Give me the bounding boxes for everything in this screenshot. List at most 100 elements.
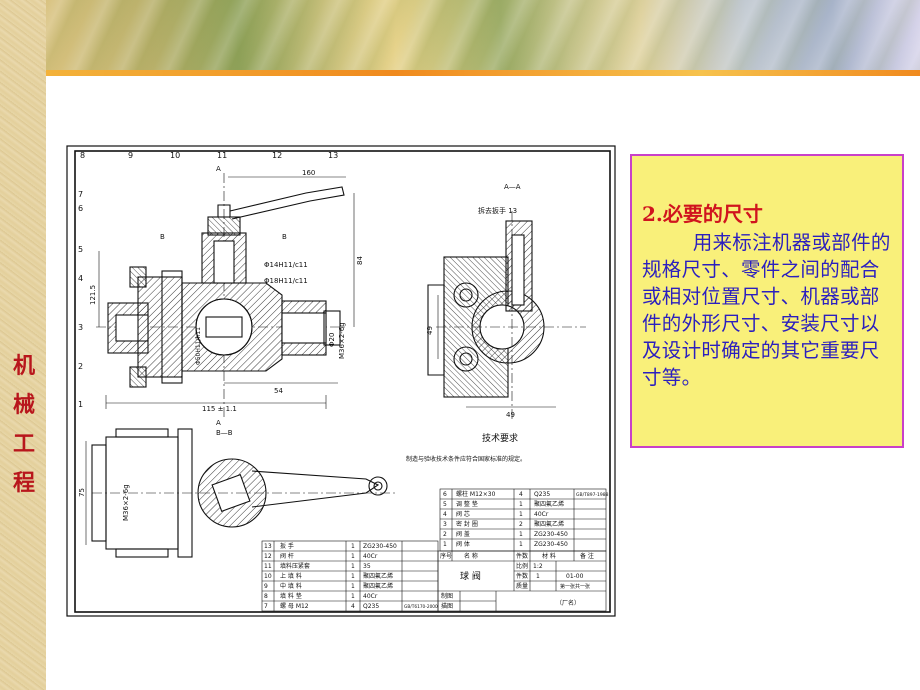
part-cell: 1 bbox=[519, 531, 523, 538]
banner-accent-line bbox=[46, 70, 920, 76]
part-cell: 螺 母 M12 bbox=[280, 602, 309, 610]
leader-number: 9 bbox=[128, 151, 133, 160]
part-cell: 3 bbox=[443, 521, 447, 528]
dim-121-5: 121.5 bbox=[89, 285, 97, 305]
ball-valve-assembly-drawing: 8 9 10 11 12 13 7 6 5 4 3 2 1 A B B 160 … bbox=[66, 145, 616, 617]
part-cell: 4 bbox=[519, 491, 523, 498]
draw-label: 制图 bbox=[441, 592, 453, 600]
part-cell: Q235 bbox=[534, 491, 550, 498]
header-cell: 材 料 bbox=[542, 552, 556, 560]
part-cell: 密 封 圈 bbox=[456, 520, 478, 528]
sidebar-char: 械 bbox=[12, 392, 35, 418]
drawing-number: 01-00 bbox=[566, 573, 584, 580]
header-cell: 名 称 bbox=[464, 552, 478, 560]
sheet-info: 第一张共一张 bbox=[560, 583, 590, 590]
tech-req-title: 技术要求 bbox=[482, 432, 518, 444]
dim-75: 75 bbox=[78, 488, 86, 497]
part-cell: 中 填 料 bbox=[280, 582, 302, 590]
part-cell: 7 bbox=[264, 603, 268, 610]
dim-49-vertical: 49 bbox=[426, 326, 434, 335]
part-cell: 35 bbox=[363, 563, 371, 570]
part-cell: 40Cr bbox=[363, 593, 378, 600]
leader-number: 1 bbox=[78, 400, 83, 409]
callout-body: 用来标注机器或部件的规格尺寸、零件之间的配合或相对位置尺寸、机器或部件的外形尺寸… bbox=[642, 231, 891, 389]
leader-number: 11 bbox=[217, 151, 227, 160]
dim-dia20: Φ20 bbox=[328, 333, 336, 347]
section-label: A bbox=[216, 165, 221, 173]
leader-number: 3 bbox=[78, 323, 83, 332]
part-cell: 1 bbox=[351, 553, 355, 560]
scale-label: 比例 bbox=[516, 562, 528, 570]
header-cell: 件数 bbox=[516, 552, 528, 560]
part-cell: 6 bbox=[443, 491, 447, 498]
part-cell: 1 bbox=[351, 593, 355, 600]
part-cell: 8 bbox=[264, 593, 268, 600]
part-cell: 填料压紧套 bbox=[280, 562, 310, 570]
leader-number: 7 bbox=[78, 190, 83, 199]
fit-14: Φ14H11/c11 bbox=[264, 261, 308, 269]
part-cell: 1 bbox=[443, 541, 447, 548]
part-cell: 1 bbox=[519, 541, 523, 548]
part-cell: 40Cr bbox=[534, 511, 549, 518]
part-cell: 4 bbox=[351, 603, 355, 610]
leader-number: 10 bbox=[170, 151, 180, 160]
header-cell: 序号 bbox=[440, 552, 452, 560]
part-cell: 聚四氟乙烯 bbox=[534, 520, 564, 528]
sidebar-char: 机 bbox=[12, 353, 35, 379]
part-cell: GB/T6170-2000 bbox=[404, 604, 438, 610]
part-cell: 阀 体 bbox=[456, 540, 470, 548]
front-view-dimension-labels: A B B 160 84 121.5 Φ14H11/c11 Φ18H11/c11… bbox=[89, 165, 364, 427]
part-cell: 上 填 料 bbox=[280, 572, 302, 580]
fit-50: Φ50H11/h11 bbox=[195, 327, 202, 365]
part-cell: 9 bbox=[264, 583, 268, 590]
part-cell: 10 bbox=[264, 573, 272, 580]
part-cell: 聚四氟乙烯 bbox=[363, 582, 393, 590]
section-label: B bbox=[160, 233, 165, 241]
leader-number: 12 bbox=[272, 151, 282, 160]
part-cell: 扳 手 bbox=[280, 542, 294, 550]
part-cell: 聚四氟乙烯 bbox=[363, 572, 393, 580]
section-title-b-b: B—B bbox=[216, 429, 233, 437]
dim-thread-bottom: M36×2-6g bbox=[122, 484, 130, 521]
leader-number: 5 bbox=[78, 245, 83, 254]
qty-value: 1 bbox=[536, 573, 540, 580]
scale-value: 1:2 bbox=[533, 563, 543, 570]
part-cell: 1 bbox=[351, 583, 355, 590]
leader-number: 8 bbox=[80, 151, 85, 160]
part-cell: 4 bbox=[443, 511, 447, 518]
left-texture-strip bbox=[0, 0, 46, 690]
callout-title: 2.必要的尺寸 bbox=[642, 202, 763, 226]
part-cell: 2 bbox=[443, 531, 447, 538]
parts-list-upper: 6 螺柱 M12×30 4 Q235 GB/T897-1988 5 调 整 垫 … bbox=[439, 488, 609, 552]
dim-thread: M36×2-6g bbox=[338, 322, 346, 359]
factory-name: （厂名） bbox=[556, 599, 580, 607]
section-label: B bbox=[282, 233, 287, 241]
leader-number: 6 bbox=[78, 204, 83, 213]
part-cell: 阀 盖 bbox=[456, 530, 470, 538]
sidebar-char: 工 bbox=[12, 431, 35, 457]
part-cell: 螺柱 M12×30 bbox=[456, 490, 496, 498]
part-cell: ZG230-450 bbox=[534, 541, 568, 548]
part-cell: 40Cr bbox=[363, 553, 378, 560]
sidebar-char: 程 bbox=[12, 470, 35, 496]
front-view-leader-numbers: 8 9 10 11 12 13 7 6 5 4 3 2 1 bbox=[78, 151, 338, 409]
part-cell: 调 整 垫 bbox=[456, 500, 478, 508]
dim-84: 84 bbox=[356, 256, 364, 265]
part-cell: 阀 杆 bbox=[280, 552, 294, 560]
leader-number: 4 bbox=[78, 274, 83, 283]
dim-115: 115 ± 1.1 bbox=[202, 405, 237, 413]
callout-box: 2.必要的尺寸 用来标注机器或部件的规格尺寸、零件之间的配合或相对位置尺寸、机器… bbox=[630, 154, 904, 448]
drawing-frame bbox=[66, 145, 616, 617]
section-title-a-a: A—A bbox=[504, 183, 521, 191]
front-section-view bbox=[96, 173, 348, 417]
leader-number: 13 bbox=[328, 151, 338, 160]
section-b-b-view bbox=[85, 428, 396, 558]
part-cell: 聚四氟乙烯 bbox=[534, 500, 564, 508]
section-a-a-view bbox=[427, 211, 586, 421]
part-cell: ZG230-450 bbox=[363, 543, 397, 550]
fit-18: Φ18H11/c11 bbox=[264, 277, 308, 285]
part-cell: 1 bbox=[351, 573, 355, 580]
weight-label: 质量 bbox=[516, 582, 528, 590]
title-block: 序号 名 称 件数 材 料 备 注 球 阀 比例 1:2 01-00 件数 1 … bbox=[437, 550, 607, 612]
